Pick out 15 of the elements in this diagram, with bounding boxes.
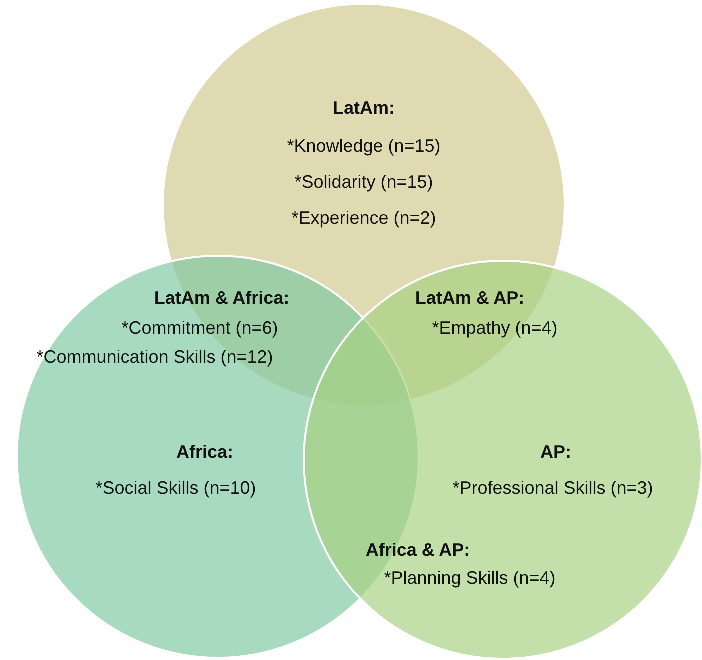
- overlap-heading: Africa & AP:: [366, 540, 470, 562]
- overlap-item: *Planning Skills (n=4): [384, 568, 556, 590]
- region-item: *Knowledge (n=15): [287, 136, 441, 158]
- overlap-heading: LatAm & AP:: [415, 288, 525, 310]
- region-heading: AP:: [540, 442, 572, 464]
- region-item: *Social Skills (n=10): [96, 478, 256, 500]
- region-item: *Experience (n=2): [292, 208, 436, 230]
- region-heading: Africa:: [176, 442, 234, 464]
- overlap-item: *Empathy (n=4): [432, 318, 558, 340]
- region-item: *Solidarity (n=15): [294, 172, 434, 194]
- region-heading: LatAm:: [333, 98, 395, 120]
- region-item: *Professional Skills (n=3): [452, 478, 654, 500]
- overlap-item: *Commitment (n=6): [122, 318, 278, 340]
- overlap-heading: LatAm & Africa:: [154, 288, 290, 310]
- overlap-item: *Communication Skills (n=12): [36, 347, 274, 369]
